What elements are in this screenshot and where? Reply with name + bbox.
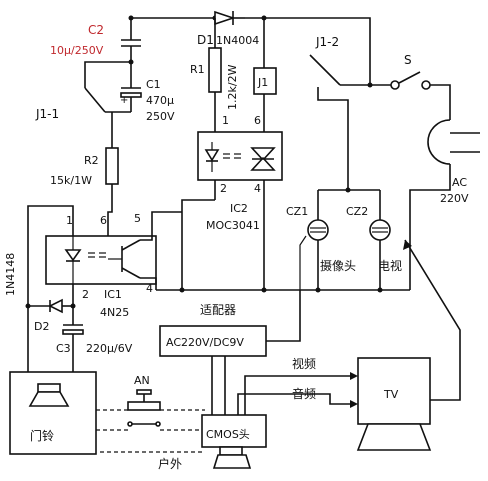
ic2-pin6: 6 [254, 114, 261, 127]
tv-label: TV [383, 388, 399, 401]
capacitor-c1-symbol: + [120, 62, 142, 112]
ic1-label: IC1 [104, 288, 122, 301]
r2-value: 15k/1W [50, 174, 92, 187]
r1-value: 1.2k/2W [226, 64, 239, 110]
top-rail [128, 15, 371, 85]
tv-socket-label: 电视 [378, 258, 402, 273]
ic1-pin2: 2 [82, 288, 89, 301]
cz1-label: CZ1 [286, 205, 308, 218]
svg-text:+: + [120, 95, 128, 106]
relay-contact-j1-1 [84, 61, 131, 148]
ic2-optotriac [197, 131, 283, 290]
ic1-optocoupler [45, 235, 157, 290]
cmos-camera [201, 372, 358, 469]
cmos-label: CMOS头 [206, 428, 250, 441]
doorbell-box [9, 371, 128, 455]
an-label: AN [134, 374, 150, 387]
outdoor-label: 户外 [158, 456, 182, 471]
ac-plug [409, 119, 480, 290]
relay-coil-j1 [253, 18, 277, 132]
c1-value-2: 250V [146, 110, 175, 123]
ac-label: AC [452, 176, 467, 189]
switch-s-label: S [404, 53, 412, 67]
relay-contact-j1-2 [309, 54, 395, 190]
c1-label: C1 [146, 78, 161, 91]
doorbell-label: 门铃 [30, 428, 54, 443]
left-input-network [25, 205, 84, 372]
ac-value: 220V [440, 192, 469, 205]
j1-1-label: J1-1 [35, 107, 59, 121]
tv-set [299, 235, 461, 451]
video-label: 视频 [292, 356, 316, 371]
cz2-label: CZ2 [346, 205, 368, 218]
d1-label: D1 [197, 33, 214, 47]
r2-label: R2 [84, 154, 99, 167]
d2-part: 1N4148 [4, 253, 17, 296]
camera-label: 摄像头 [320, 258, 356, 273]
c1-value-1: 470μ [146, 94, 174, 107]
c2-value: 10μ/250V [50, 44, 104, 57]
j1-coil-label: J1 [257, 76, 268, 89]
c2-label: C2 [88, 23, 104, 37]
j1-2-label: J1-2 [315, 35, 339, 49]
adapter-box [159, 290, 301, 415]
switch-s [390, 71, 451, 120]
ic1-pin6: 6 [100, 214, 107, 227]
ic1-pin1: 1 [66, 214, 73, 227]
ic1-pin4: 4 [146, 282, 153, 295]
c3-label: C3 [56, 342, 71, 355]
wire-ic1-pin5 [151, 211, 182, 236]
c3-value: 220μ/6V [86, 342, 133, 355]
capacitor-c2-symbol [121, 18, 141, 65]
r1-label: R1 [190, 63, 205, 76]
ic2-pin1: 1 [222, 114, 229, 127]
diode-d1-symbol [214, 10, 245, 26]
ic2-label: IC2 [230, 202, 248, 215]
d1-part: 1N4004 [216, 34, 259, 47]
resistor-r1-symbol [208, 18, 222, 132]
adapter-title: 适配器 [200, 303, 236, 317]
ic1-part: 4N25 [100, 306, 129, 319]
push-button-an [100, 389, 205, 453]
ic2-part: MOC3041 [206, 219, 260, 232]
ic2-pin2: 2 [220, 182, 227, 195]
ic2-pin4: 4 [254, 182, 261, 195]
d2-label: D2 [34, 320, 49, 333]
wire-ic2-pin2 [181, 199, 215, 290]
sockets-cz [156, 187, 410, 293]
resistor-r2-symbol [105, 147, 119, 236]
adapter-spec: AC220V/DC9V [166, 336, 244, 349]
audio-label: 音频 [292, 386, 316, 401]
ic1-pin5: 5 [134, 212, 141, 225]
